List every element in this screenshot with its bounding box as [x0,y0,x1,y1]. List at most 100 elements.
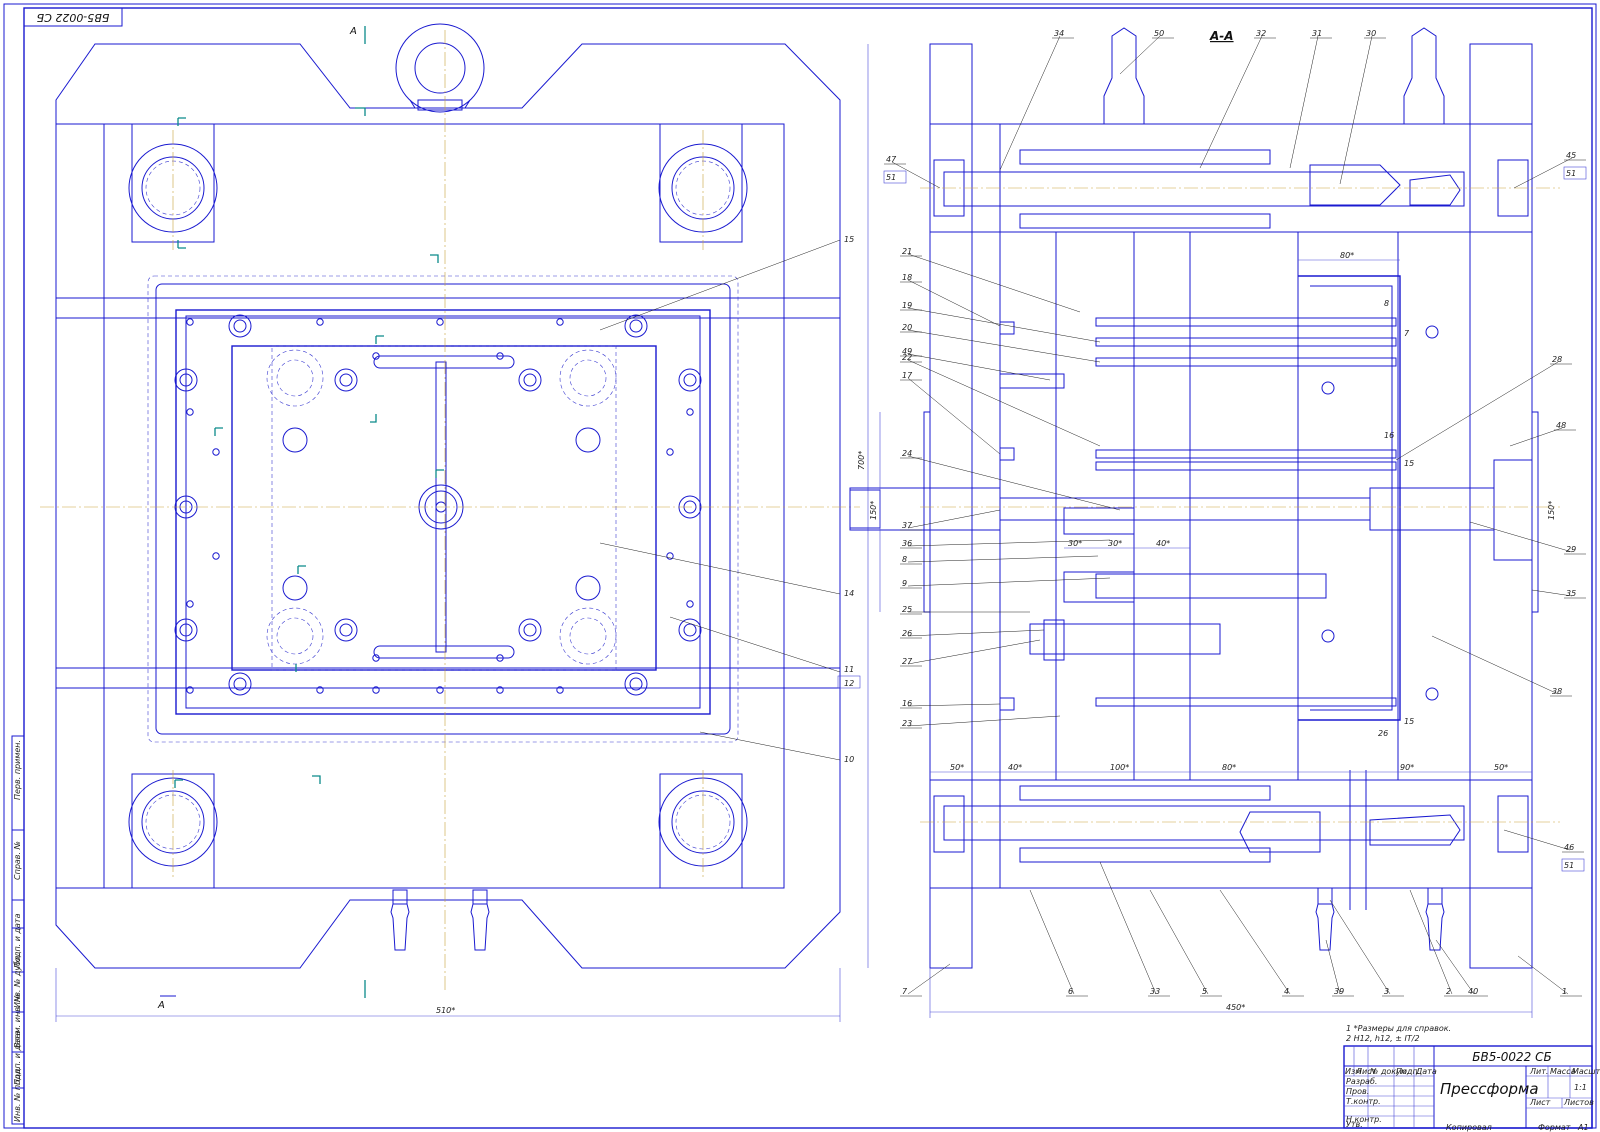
rotated-code-box: БВ5-0022 СБ [23,7,123,27]
position-number: 51 [1566,169,1576,178]
ejector-pin [186,318,194,326]
position-number: 50 [1154,29,1164,38]
dim-7: 7 [1404,329,1410,338]
ejector-pin [556,686,564,694]
title-block-name: Прессформа [1440,1080,1539,1098]
upper-guide-band [929,123,1533,233]
ejector-pin [496,654,504,662]
ejector-pin [316,318,324,326]
section-ejector-pins [999,317,1397,711]
col-lit: Лит. [1529,1067,1548,1076]
cap-screw [228,314,252,338]
dim-50-right: 50* [1494,763,1508,772]
position-number: 28 [1552,355,1562,364]
section-title: А-А [1209,29,1234,43]
position-number: 8 [902,555,907,564]
copied-label: Копировал [1446,1123,1492,1132]
clamp-plate-left [929,43,973,969]
ejector-pin [686,600,694,608]
ejector-pin [556,318,564,326]
ejector-pin [496,352,504,360]
cap-screw [334,618,358,642]
position-number: 31 [1312,29,1322,38]
dim-40-inner: 40* [1156,539,1170,548]
dim-50-left: 50* [950,763,964,772]
position-number: 4 [1284,987,1289,996]
position-number: 7 [902,987,908,996]
stamp-inv-podl: Инв. № подл. [13,1067,22,1122]
row-prov: Пров. [1346,1087,1369,1096]
col-podp: Подп. [1396,1067,1420,1076]
sheet-label: Лист [1529,1098,1551,1107]
position-number: 49 [902,347,912,356]
lower-guide-band [929,779,1533,889]
dim-80: 80* [1222,763,1236,772]
front-eyebolt [395,23,485,113]
pos-12: 12 [844,679,854,688]
ejector-pin [186,600,194,608]
cap-screw [334,368,358,392]
cap-screw [174,368,198,392]
ejector-pin [372,352,380,360]
front-view: А А 510* 700* 15 14 11 12 10 [40,23,869,1022]
position-number: 6 [1068,987,1073,996]
ejector-plate-outline [147,275,739,743]
section-view-a-a: А-А [849,27,1587,1018]
ejector-pin [686,408,694,416]
ejector-pin [436,686,444,694]
row-utv: Утв. [1346,1120,1363,1129]
ejector-pin [212,552,220,560]
col-scale: Масштаб [1572,1067,1600,1076]
note-1: 1 *Размеры для справок. [1346,1024,1451,1033]
ejector-pin [372,654,380,662]
position-number: 37 [902,521,913,530]
position-number: 47 [886,155,897,164]
col-izm: Изм [1345,1067,1361,1076]
stamp-perv-primen: Перв. примен. [13,740,22,800]
cut-mark-top: А [349,26,357,37]
rotated-drawing-code: БВ5-0022 СБ [37,11,110,24]
position-number: 29 [1566,545,1576,554]
cap-screw [174,618,198,642]
position-number: 38 [1552,687,1562,696]
position-number: 35 [1566,589,1576,598]
cavity-insert [231,345,657,671]
position-number: 3 [1384,987,1389,996]
position-number: 16 [902,699,912,708]
front-mold-plate [103,123,785,889]
dim-30-b: 30* [1108,539,1122,548]
ejector-pin [666,448,674,456]
position-number: 24 [902,449,912,458]
position-number: 25 [902,605,912,614]
cap-screw [518,618,542,642]
row-razrab: Разраб. [1346,1077,1377,1086]
ejector-pins [186,318,694,694]
ejector-pin [316,686,324,694]
dim-100: 100* [1110,763,1129,772]
locating-ring [1493,459,1533,561]
scale-value: 1:1 [1574,1083,1587,1092]
sheets-label: Листов [1563,1098,1594,1107]
dim-150-left: 150* [869,501,878,520]
side-stamp-strip: Перв. примен. Справ. № Подп. и дата Инв.… [11,735,25,1125]
pos-10: 10 [844,755,854,764]
ejector-pin [666,552,674,560]
position-number: 18 [902,273,912,282]
cut-mark-bottom: А [157,1000,165,1011]
ejector-pin [212,448,220,456]
section-width-value: 450* [1226,1003,1245,1012]
position-number: 9 [902,579,907,588]
position-number: 17 [902,371,913,380]
cap-screw [678,618,702,642]
dim-8: 8 [1384,299,1389,308]
cap-screw [624,314,648,338]
ejector-pin [436,318,444,326]
stamp-podp-data-2: Подп. и дата [13,1030,22,1085]
cap-screw [678,368,702,392]
stamp-vzam-inv: Взам. инв. № [13,994,22,1048]
sheet-outer-border [3,3,1597,1129]
ejector-pin [372,686,380,694]
position-number: 5 [1202,987,1207,996]
dim-150-right: 150* [1547,501,1556,520]
